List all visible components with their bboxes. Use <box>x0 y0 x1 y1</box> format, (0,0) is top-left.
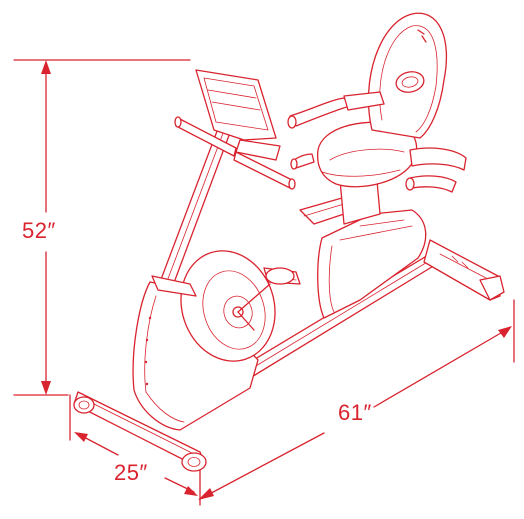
bike-illustration <box>73 12 505 472</box>
length-arrow-right <box>498 326 512 338</box>
length-dimension-label: 61″ <box>338 400 372 425</box>
height-arrow-down <box>41 381 51 395</box>
seat-slider <box>290 153 315 170</box>
pedal-crank <box>237 267 301 331</box>
width-dimension-label: 25″ <box>114 460 148 485</box>
rear-stabilizer <box>423 239 505 301</box>
width-arrow-left <box>74 432 88 442</box>
flywheel <box>180 250 276 362</box>
length-arrow-left <box>198 488 214 500</box>
height-arrow-up <box>41 60 51 74</box>
length-dimension-line-lower <box>201 432 325 499</box>
handlebars <box>174 116 296 190</box>
width-dimension-line-upper <box>79 434 119 456</box>
height-dimension <box>13 59 191 396</box>
length-dimension <box>198 299 515 506</box>
front-shroud <box>132 281 259 431</box>
seat-handles <box>287 91 467 193</box>
seat-cushion <box>316 121 418 188</box>
front-stabilizer <box>73 391 207 472</box>
height-dimension-label: 52″ <box>22 218 56 243</box>
width-arrow-right <box>184 486 198 496</box>
front-left-wheel <box>73 396 95 414</box>
length-dimension-line-upper <box>373 329 507 408</box>
width-dimension <box>69 394 198 496</box>
console-display <box>195 69 281 161</box>
seat-frame <box>299 169 427 319</box>
seat-backrest <box>367 12 448 139</box>
front-right-wheel <box>181 452 207 472</box>
